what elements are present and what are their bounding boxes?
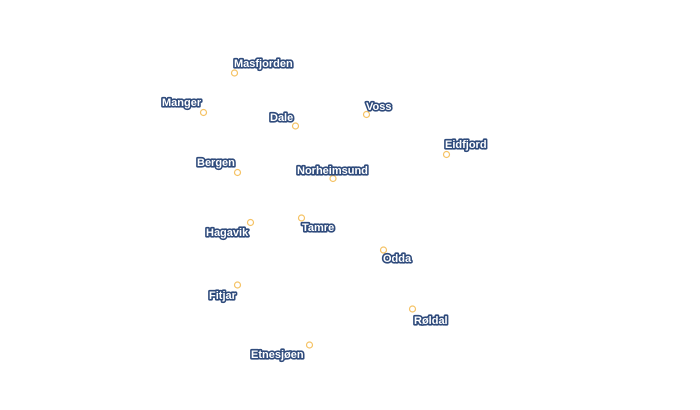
place-label: Hagavik [206, 227, 249, 239]
place-marker [442, 150, 451, 159]
place-label: Manger [162, 97, 202, 109]
place-marker [379, 246, 388, 254]
place-label: Masfjorden [234, 58, 293, 70]
place-marker [329, 174, 337, 183]
place-tamre[interactable]: Tamre [297, 214, 336, 236]
place-label: Odda [383, 253, 412, 265]
place-dale[interactable]: Dale [268, 110, 300, 130]
place-label: Dale [270, 112, 293, 124]
place-fitjar[interactable]: Fitjar [207, 281, 242, 304]
place-odda[interactable]: Odda [379, 246, 414, 267]
place-masfjorden[interactable]: Masfjorden [230, 56, 295, 77]
place-label: Eidfjord [445, 139, 487, 151]
place-marker [233, 281, 242, 289]
place-marker [297, 214, 306, 222]
place-label: Bergen [197, 157, 235, 169]
place-label: Voss [366, 101, 391, 113]
place-etnesjoen[interactable]: Etnesjøen [249, 341, 314, 363]
place-marker [246, 218, 255, 227]
place-hagavik[interactable]: Hagavik [204, 218, 255, 241]
place-marker [291, 122, 300, 130]
place-roldal[interactable]: Røldal [408, 305, 449, 329]
place-marker [408, 305, 417, 313]
place-marker [362, 110, 371, 119]
place-marker [230, 69, 239, 77]
place-label: Fitjar [209, 290, 237, 302]
place-voss[interactable]: Voss [362, 99, 393, 119]
place-marker [305, 341, 314, 349]
place-eidfjord[interactable]: Eidfjord [442, 137, 488, 159]
place-manger[interactable]: Manger [160, 95, 208, 117]
place-marker [199, 108, 208, 117]
place-label: Røldal [414, 315, 448, 327]
place-norheimsund[interactable]: Norheimsund [295, 163, 370, 183]
place-label: Norheimsund [297, 165, 368, 177]
place-label: Tamre [302, 222, 334, 234]
place-bergen[interactable]: Bergen [195, 155, 242, 177]
place-label: Etnesjøen [251, 349, 304, 361]
place-marker [233, 168, 242, 177]
